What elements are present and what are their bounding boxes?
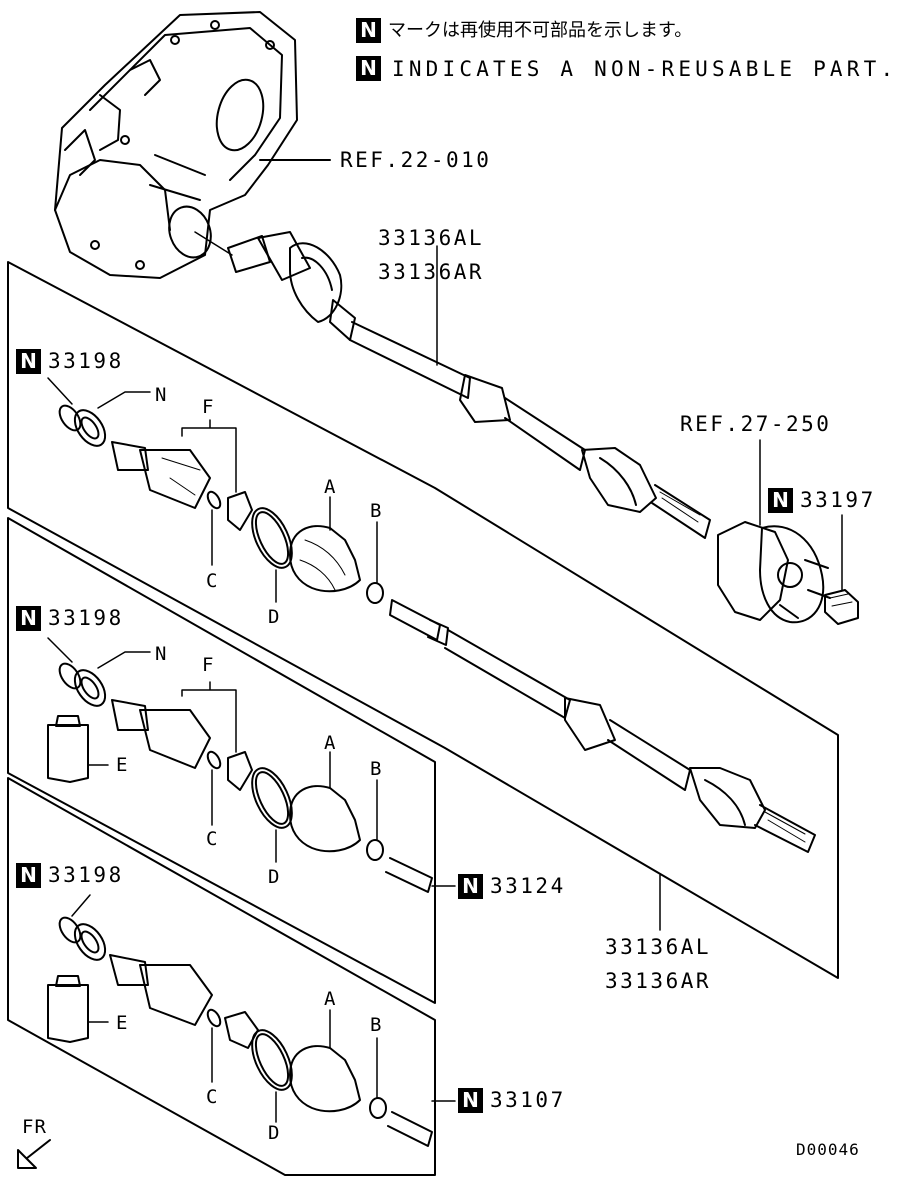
ref-transaxle-label: REF.22-010: [340, 148, 492, 172]
parts-row-2: [47, 637, 456, 893]
legend-japanese: マークは再使用不可部品を示します。: [388, 20, 693, 41]
part-number-ring: 33198: [48, 349, 124, 373]
callout-d: D: [268, 606, 281, 628]
non-reusable-badge: N: [16, 349, 41, 374]
parts-row-3: [47, 894, 456, 1147]
callout-n: N: [155, 643, 168, 665]
ref-hub-label: REF.27-250: [680, 412, 832, 436]
parts-row-1: [47, 377, 384, 604]
callout-a: A: [324, 988, 337, 1010]
non-reusable-badge: N: [356, 18, 381, 43]
wheel-hub: [717, 439, 831, 624]
callout-e: E: [116, 1012, 129, 1034]
driveshaft-top: [194, 231, 711, 539]
part-number-shaft-right: 33136AR: [605, 969, 712, 993]
part-number-ring: 33198: [48, 606, 124, 630]
lock-nut: [824, 514, 859, 625]
transaxle-housing: [54, 11, 331, 279]
callout-f: F: [202, 396, 215, 418]
part-number-shaft-left: 33136AL: [378, 226, 485, 250]
part-number-kit: 33124: [490, 874, 566, 898]
callout-b: B: [370, 500, 383, 522]
driveshaft-main: [389, 599, 816, 931]
callout-f: F: [202, 654, 215, 676]
part-number-kit: 33107: [490, 1088, 566, 1112]
non-reusable-badge: N: [356, 56, 381, 81]
callout-a: A: [324, 476, 337, 498]
callout-n: N: [155, 384, 168, 406]
part-number-shaft-left: 33136AL: [605, 935, 712, 959]
callout-a: A: [324, 732, 337, 754]
callout-c: C: [206, 828, 219, 850]
front-arrow-icon: [17, 1139, 51, 1169]
non-reusable-badge: N: [768, 488, 793, 513]
callout-e: E: [116, 754, 129, 776]
callout-b: B: [370, 1014, 383, 1036]
front-direction-label: FR: [22, 1116, 47, 1138]
non-reusable-badge: N: [458, 874, 483, 899]
panel-kit-2: [7, 777, 436, 1176]
non-reusable-badge: N: [16, 863, 41, 888]
part-number-nut: 33197: [800, 488, 876, 512]
non-reusable-badge: N: [458, 1088, 483, 1113]
callout-d: D: [268, 1122, 281, 1144]
part-number-ring: 33198: [48, 863, 124, 887]
diagram-code: D00046: [796, 1140, 860, 1159]
part-number-shaft-right: 33136AR: [378, 260, 485, 284]
legend-english: INDICATES A NON-REUSABLE PART.: [392, 57, 898, 81]
non-reusable-badge: N: [16, 606, 41, 631]
callout-b: B: [370, 758, 383, 780]
callout-c: C: [206, 1086, 219, 1108]
panel-main: [7, 261, 839, 979]
callout-d: D: [268, 866, 281, 888]
callout-c: C: [206, 570, 219, 592]
panel-kit-1: [7, 517, 436, 1004]
